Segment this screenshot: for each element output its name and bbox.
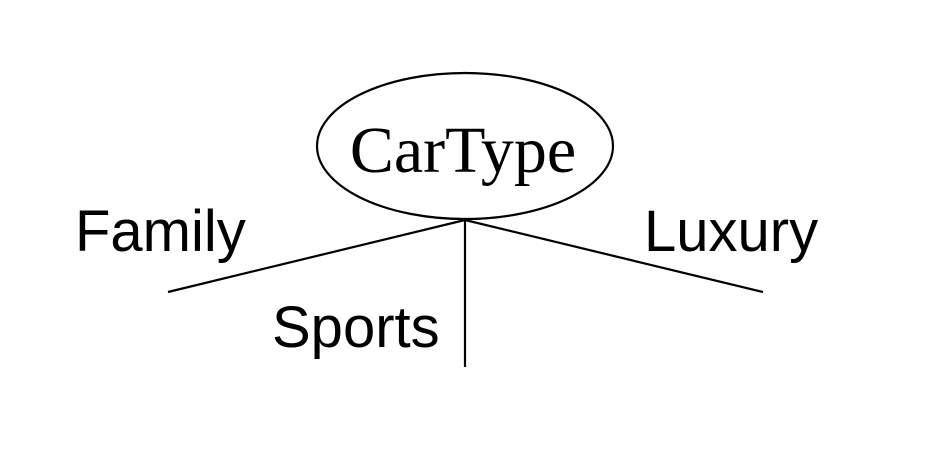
root-node-ellipse xyxy=(315,71,615,221)
root-node-label: CarType xyxy=(350,114,576,187)
branch-label-luxury: Luxury xyxy=(644,199,818,264)
edge-family xyxy=(167,218,466,294)
root-node: CarType xyxy=(315,71,615,221)
edge-luxury xyxy=(464,218,764,294)
branch-label-family: Family xyxy=(75,199,246,264)
branch-label-sports: Sports xyxy=(272,295,440,360)
